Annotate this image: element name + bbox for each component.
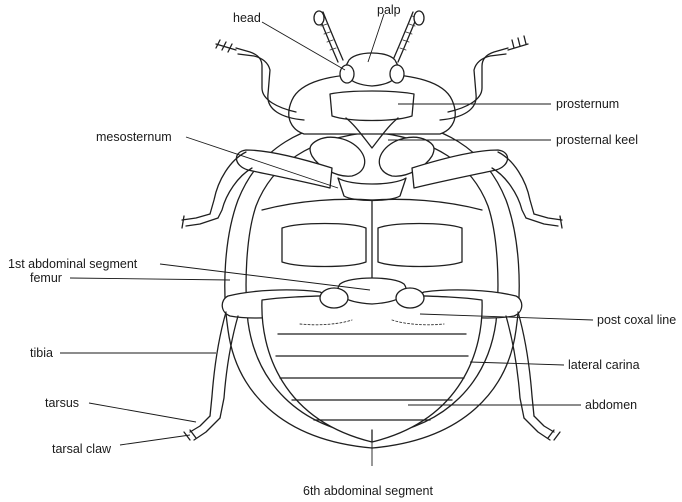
label-femur: femur bbox=[30, 271, 62, 285]
label-mesosternum: mesosternum bbox=[96, 130, 172, 144]
label-first-abdominal-segment: 1st abdominal segment bbox=[8, 257, 137, 271]
label-prosternum: prosternum bbox=[556, 97, 619, 111]
label-prosternal-keel: prosternal keel bbox=[556, 133, 638, 147]
label-tarsal-claw: tarsal claw bbox=[52, 442, 111, 456]
label-post-coxal-line: post coxal line bbox=[597, 313, 676, 327]
label-tibia: tibia bbox=[30, 346, 53, 360]
label-tarsus: tarsus bbox=[45, 396, 79, 410]
label-palp: palp bbox=[377, 3, 401, 17]
label-sixth-abdominal-segment: 6th abdominal segment bbox=[303, 484, 433, 498]
label-abdomen: abdomen bbox=[585, 398, 637, 412]
label-head: head bbox=[233, 11, 261, 25]
label-lateral-carina: lateral carina bbox=[568, 358, 640, 372]
